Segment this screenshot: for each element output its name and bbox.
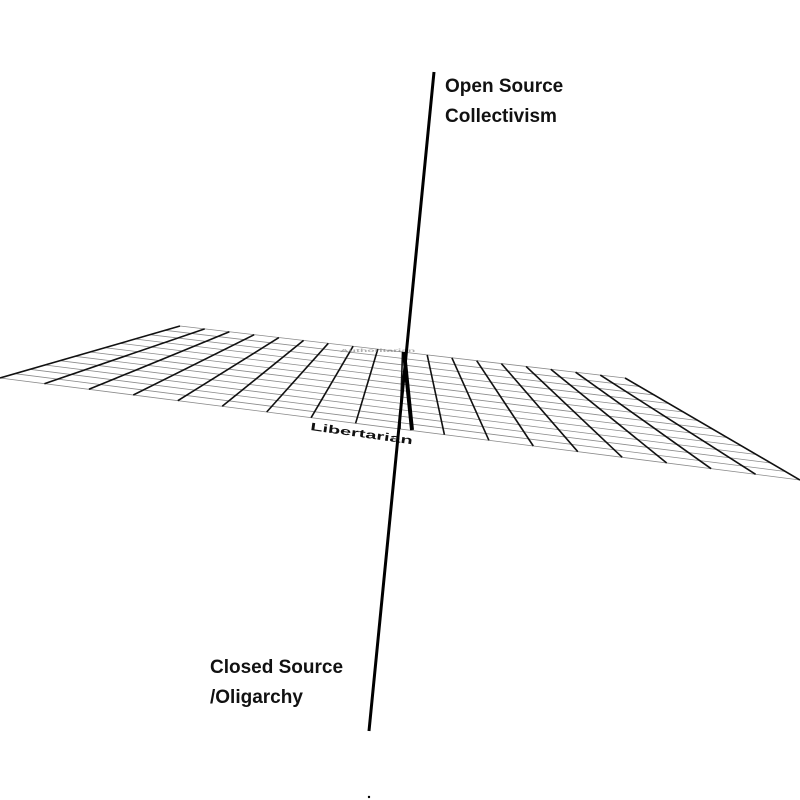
grid-line-major bbox=[177, 336, 280, 402]
axis-label-top-line1: Open Source bbox=[445, 76, 564, 97]
bottom-dot bbox=[367, 795, 371, 799]
grid-line-major bbox=[354, 348, 379, 424]
grid-line-major bbox=[550, 368, 668, 464]
grid-line-major bbox=[44, 328, 205, 385]
axis-label-top: Open Source Collectivism bbox=[445, 72, 563, 132]
axis-label-top-line2: Collectivism bbox=[445, 106, 557, 127]
grid-line-major bbox=[0, 325, 181, 379]
axis-label-bottom: Closed Source /Oligarchy bbox=[210, 653, 343, 713]
grid-line-major bbox=[575, 371, 712, 470]
plane-label-back: Authoritarian bbox=[340, 348, 415, 353]
axis-label-bottom-line2: /Oligarchy bbox=[210, 687, 303, 708]
axis-label-bottom-line1: Closed Source bbox=[210, 657, 344, 678]
grid-line-major bbox=[88, 331, 230, 391]
grid-line-major bbox=[451, 357, 490, 441]
grid-line-major bbox=[624, 377, 800, 481]
axis-crossing-mark bbox=[402, 351, 414, 431]
grid-line-major bbox=[310, 345, 354, 419]
grid-line-major bbox=[525, 365, 623, 458]
grid-line-major bbox=[599, 374, 757, 475]
grid-line-major bbox=[266, 342, 329, 413]
grid-line-major bbox=[500, 363, 579, 453]
grid-line-major bbox=[221, 339, 305, 407]
grid-line-major bbox=[132, 333, 255, 396]
vertical-axis bbox=[367, 71, 436, 732]
grid-line-major bbox=[426, 354, 446, 435]
grid-line-major bbox=[476, 360, 534, 447]
